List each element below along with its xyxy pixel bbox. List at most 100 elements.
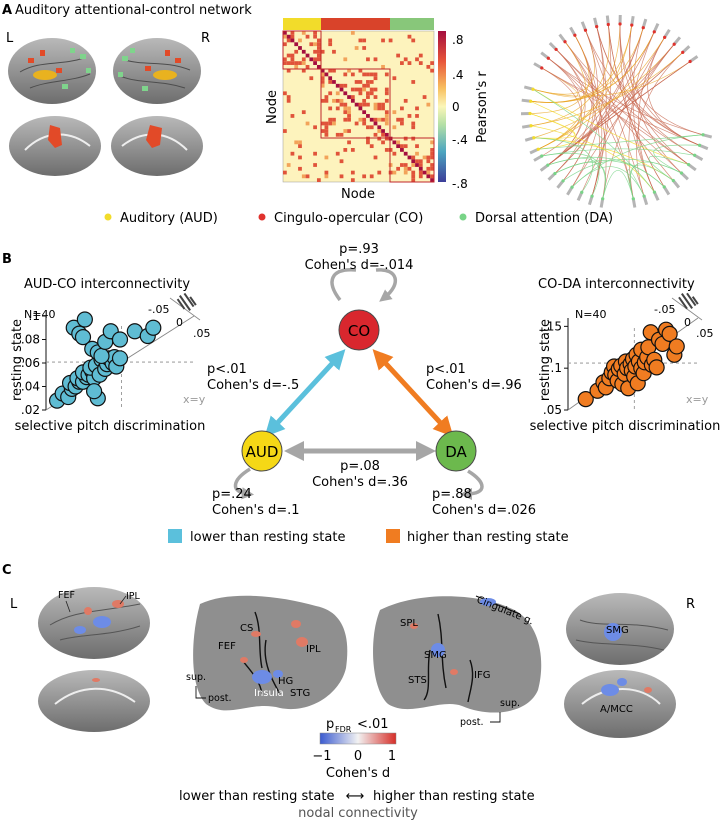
matrix-cell	[290, 151, 295, 156]
chord-node	[697, 143, 702, 147]
matrix-cell	[384, 98, 389, 103]
matrix-cell	[418, 163, 423, 167]
y-tick-label: .1	[551, 361, 562, 375]
matrix-cell	[403, 170, 408, 175]
chord-line	[541, 148, 695, 157]
network-diagram: p=.93 Cohen's d=-.014 p<.01 Cohen's d=-.…	[207, 242, 536, 518]
chord-line	[530, 100, 575, 122]
matrix-cell	[384, 117, 389, 122]
matrix-cell	[320, 49, 325, 54]
scatter-aud-co-xlabel: selective pitch discrimination	[15, 419, 206, 434]
matrix-cell	[283, 31, 287, 35]
cohens-d-colorbar: p FDR <.01 −1 0 1 Cohen's d	[312, 717, 397, 781]
matrix-cell	[335, 83, 340, 88]
chord-node	[570, 185, 574, 189]
matrix-cell	[362, 46, 367, 50]
matrix-cell	[400, 117, 404, 122]
chord-line	[531, 52, 683, 127]
brain-c-lateral-right: SMG	[566, 593, 674, 665]
matrix-cell	[320, 98, 325, 103]
scatter-aud-co-xy: x=y	[183, 393, 206, 406]
node-co	[338, 309, 380, 351]
matrix-cell	[373, 87, 378, 92]
matrix-cell	[373, 95, 378, 99]
matrix-cell	[396, 166, 401, 171]
matrix-cell	[430, 148, 434, 152]
matrix-cell	[369, 87, 374, 92]
matrix-cell	[354, 121, 359, 126]
orient-right-post: post.	[460, 717, 484, 728]
matrix-cell	[313, 34, 317, 39]
matrix-cell	[298, 38, 302, 43]
panel-a-letter: A	[2, 3, 12, 18]
hist-tick: 0	[176, 316, 183, 329]
chord-node	[671, 178, 675, 183]
matrix-cell	[369, 117, 374, 122]
chord-line	[602, 44, 675, 199]
chord-line	[636, 52, 683, 197]
chord-node	[606, 22, 610, 27]
matrix-cell	[430, 151, 434, 156]
matrix-xlabel: Node	[341, 187, 375, 202]
matrix-cell	[305, 53, 310, 58]
matrix-cell	[316, 178, 321, 182]
matrix-cell	[411, 125, 416, 130]
chord-node	[590, 194, 594, 198]
matrix-cell	[328, 121, 333, 126]
colorbar-tick: .8	[452, 33, 463, 47]
matrix-cell	[313, 57, 317, 62]
matrix-cell	[339, 102, 344, 107]
matrix-cell	[430, 68, 434, 73]
matrix-cell	[343, 102, 348, 107]
chord-node	[553, 171, 557, 176]
cbar-title-fdr: FDR	[335, 725, 352, 734]
matrix-cell	[362, 83, 367, 88]
matrix-cell	[328, 42, 333, 47]
matrix-cell	[384, 132, 389, 137]
scatter-co-da: CO-DA interconnectivity N=40 .05.1.15 re…	[530, 277, 720, 434]
scatter-point	[74, 329, 92, 346]
cbar-label: Cohen's d	[326, 766, 390, 781]
matrix-cell	[392, 125, 397, 130]
chord-node	[679, 171, 684, 175]
matrix-cell	[347, 129, 351, 133]
matrix-cell	[407, 34, 412, 39]
matrix-cell	[343, 148, 348, 152]
matrix-cell	[286, 38, 291, 43]
co-da-arrow	[372, 349, 454, 437]
matrix-cell	[377, 106, 382, 111]
chord-node	[681, 50, 685, 54]
legend-co-label: Cingulo-opercular (CO)	[274, 211, 423, 226]
matrix-cell	[381, 117, 385, 122]
matrix-cell	[283, 42, 287, 47]
matrix-cell	[392, 140, 397, 145]
footer-arrow: ⟷	[346, 789, 365, 804]
chord-line	[532, 88, 689, 165]
matrix-cell	[381, 38, 385, 43]
matrix-cell	[320, 68, 325, 73]
matrix-cell	[415, 151, 419, 156]
matrix-cell	[358, 80, 363, 84]
scatter-point	[93, 347, 110, 365]
matrix-cell	[392, 110, 397, 115]
brain-lateral-right	[113, 38, 201, 104]
scatter-point	[668, 338, 685, 355]
matrix-cell	[426, 174, 431, 179]
matrix-cell	[294, 42, 299, 47]
chord-line	[547, 156, 665, 188]
matrix-cell	[384, 87, 389, 92]
matrix-cell	[343, 129, 348, 133]
matrix-cell	[366, 91, 370, 96]
chord-node	[529, 99, 533, 103]
panel-c-left-hemi: L	[10, 597, 18, 612]
legend-higher-swatch	[386, 529, 400, 543]
matrix-cell	[362, 38, 367, 43]
matrix-cell	[328, 117, 333, 122]
da-self-d: Cohen's d=.026	[432, 503, 536, 518]
matrix-cell	[328, 76, 333, 81]
matrix-cell	[366, 136, 370, 141]
matrix-cell	[426, 155, 431, 160]
label-ifg: IFG	[474, 670, 490, 681]
brain-medial-right	[111, 116, 203, 176]
